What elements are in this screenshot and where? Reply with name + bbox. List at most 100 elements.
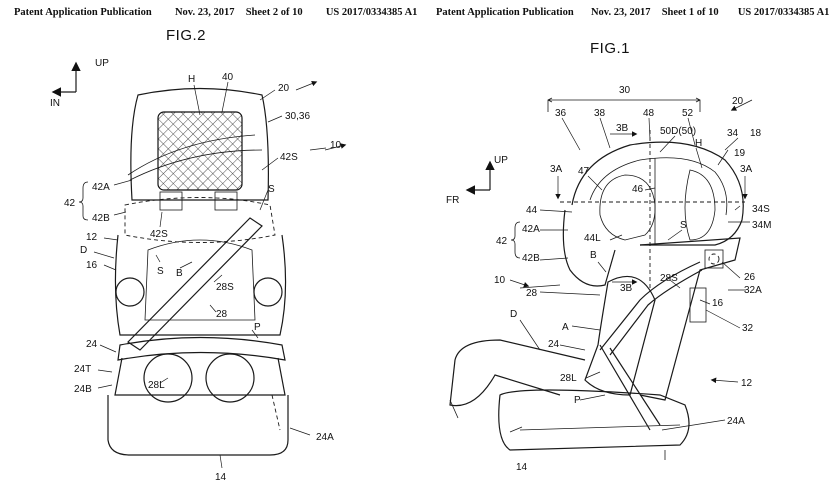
fig2-headrest [130, 87, 269, 201]
fig2-label-28L: 28L [148, 380, 165, 391]
fig2-label-42S-right: 42S [280, 152, 298, 163]
fig2-label-24: 24 [86, 339, 98, 350]
fig1-label-34: 34 [727, 128, 739, 139]
fig2-label-42: 42 [64, 198, 76, 209]
fig1-seat-cushion [498, 389, 690, 451]
fig1-label-12: 12 [741, 378, 753, 389]
fig1-label-44: 44 [526, 205, 538, 216]
fig1-occupant-foot [449, 399, 459, 419]
fig1-label-S: S [680, 220, 687, 231]
fig1-seatbelt-lap [599, 344, 661, 431]
fig1-label-20: 20 [732, 96, 744, 107]
fig1-label-P: P [574, 395, 581, 406]
fig1-label-18: 18 [750, 128, 762, 139]
fig1-seatbelt [599, 261, 703, 356]
fig2-seatbelt-shoulder [127, 217, 263, 351]
fig2-left-arm [115, 277, 145, 307]
fig1-label-42: 42 [496, 236, 508, 247]
fig2-inflator-right [214, 191, 238, 211]
fig2-label-S-right: S [268, 184, 275, 195]
fig2-label-24T: 24T [74, 364, 91, 375]
header-left-number: US 2017/0334385 A1 [325, 7, 418, 18]
fig1-cushion-line [519, 424, 681, 431]
fig1-label-42B: 42B [522, 253, 540, 264]
fig2-label-42S-left: 42S [150, 229, 168, 240]
fig2-labels: UP IN H 40 20 30,36 10 42S 42A 42 42B S … [50, 58, 342, 483]
fig2-lap-area [114, 357, 286, 396]
fig1-label-34M: 34M [752, 220, 771, 231]
fig2-mesh-panel [157, 111, 243, 191]
fig1-side-module [689, 287, 707, 323]
fig1-airbag-side [562, 209, 616, 287]
fig2-label-24A: 24A [316, 432, 334, 443]
fig2-label-S-left: S [157, 266, 164, 277]
header-right-sheet: Sheet 1 of 10 [661, 7, 719, 18]
fig2-drawing [51, 61, 347, 469]
fig2-cushion-airbag [271, 394, 281, 431]
fig1-labels: UP FR 30 20 36 38 48 52 3B 50D(50) 34 18… [446, 85, 771, 473]
fig1-label-19: 19 [734, 148, 746, 159]
fig1-retractor-spool [708, 253, 720, 265]
fig2-label-24B: 24B [74, 384, 92, 395]
fig2-airbag-lower [124, 197, 276, 243]
fig1-axis-up-label: UP [494, 155, 508, 166]
fig1-leader-lines [509, 117, 750, 433]
fig2-brace-42 [78, 181, 89, 221]
fig2-label-10: 10 [330, 140, 342, 151]
patent-drawings: UP IN H 40 20 30,36 10 42S 42A 42 42B S … [50, 58, 771, 483]
fig2-label-20: 20 [278, 83, 290, 94]
fig1-label-B: B [590, 250, 597, 261]
fig1-title: FIG.1 [590, 40, 631, 57]
fig1-label-24A: 24A [727, 416, 745, 427]
header-right-number: US 2017/0334385 A1 [737, 7, 829, 18]
fig1-label-30: 30 [619, 85, 631, 96]
fig1-headrest [684, 169, 716, 241]
fig2-leader-lines [93, 81, 327, 469]
fig2-arrow-10 [324, 143, 347, 151]
fig1-label-3B-top: 3B [616, 123, 629, 134]
fig1-label-28L: 28L [560, 373, 577, 384]
fig2-label-28: 28 [216, 309, 228, 320]
fig1-label-36: 36 [555, 108, 567, 119]
fig2-label-P: P [254, 322, 261, 333]
fig1-label-47: 47 [578, 166, 590, 177]
fig2-label-D: D [80, 245, 87, 256]
header-right: Patent Application Publication Nov. 23, … [436, 7, 829, 18]
fig1-label-A: A [562, 322, 569, 333]
fig1-dimension-30 [547, 97, 701, 112]
fig1-label-46: 46 [632, 184, 644, 195]
fig2-right-arm [253, 277, 283, 307]
fig1-label-34S: 34S [752, 204, 770, 215]
fig1-axis-indicator [465, 160, 495, 195]
fig1-axis-side-label: FR [446, 195, 459, 206]
fig2-right-knee [205, 353, 255, 403]
fig1-label-3B-bottom: 3B [620, 283, 633, 294]
fig2-axis-indicator [51, 61, 81, 97]
fig1-label-32: 32 [742, 323, 754, 334]
fig1-label-26: 26 [744, 272, 756, 283]
fig1-airbag-outer [571, 141, 744, 246]
fig1-arrow-12 [710, 377, 739, 384]
fig1-label-3A-right: 3A [740, 164, 753, 175]
fig2-inflator-left [159, 191, 183, 211]
header-left-date: Nov. 23, 2017 [174, 7, 235, 18]
fig2-label-14: 14 [215, 472, 227, 483]
fig1-label-D: D [510, 309, 517, 320]
fig1-label-32A: 32A [744, 285, 762, 296]
fig1-drawing [449, 97, 753, 460]
fig1-retractor [704, 249, 724, 269]
fig2-seat-cushion [107, 395, 289, 456]
header-right-publication: Patent Application Publication [436, 7, 574, 18]
fig2-left-knee [143, 353, 193, 403]
fig2-label-42B: 42B [92, 213, 110, 224]
fig2-occupant-torso [144, 239, 256, 321]
fig2-label-40: 40 [222, 72, 234, 83]
fig2-arrow-20 [295, 80, 318, 91]
fig2-label-H: H [188, 74, 195, 85]
fig2-lap-belt [117, 336, 286, 361]
header-right-date: Nov. 23, 2017 [590, 7, 651, 18]
fig2-axis-side-label: IN [50, 98, 60, 109]
fig1-occupant-legs [449, 339, 586, 407]
fig1-airbag-inner [589, 157, 728, 216]
fig1-label-H: H [695, 138, 702, 149]
